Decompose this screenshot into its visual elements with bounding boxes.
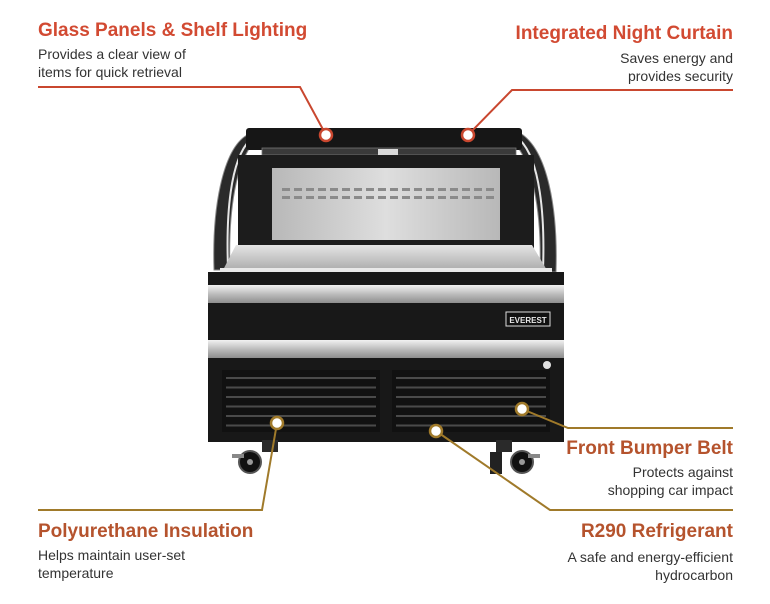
back-vent-slot bbox=[342, 196, 350, 199]
back-vent-slot bbox=[402, 188, 410, 191]
back-vent-slot bbox=[282, 196, 290, 199]
feature-desc-bumper: Protects against shopping car impact bbox=[608, 463, 733, 499]
back-vent-slot bbox=[486, 188, 494, 191]
back-vent-slot bbox=[378, 188, 386, 191]
back-vent-slot bbox=[390, 196, 398, 199]
left-grille bbox=[222, 370, 380, 432]
feature-title-curtain: Integrated Night Curtain bbox=[515, 23, 733, 44]
canopy-top bbox=[246, 128, 522, 150]
right-caster bbox=[490, 440, 540, 474]
feature-desc-curtain: Saves energy and provides security bbox=[620, 49, 733, 85]
back-vent-slot bbox=[414, 188, 422, 191]
leader-glass bbox=[38, 86, 327, 136]
back-vent-slot bbox=[438, 196, 446, 199]
back-vent-slot bbox=[282, 188, 290, 191]
back-vent-slot bbox=[378, 196, 386, 199]
leader-bumper bbox=[521, 408, 733, 429]
back-vent-slot bbox=[462, 196, 470, 199]
left-caster bbox=[232, 440, 278, 474]
feature-desc-line: provides security bbox=[627, 68, 733, 84]
feature-desc-line: hydrocarbon bbox=[655, 567, 733, 583]
back-vent-slot bbox=[402, 196, 410, 199]
back-vent-slot bbox=[474, 196, 482, 199]
right-grille bbox=[392, 370, 550, 432]
feature-desc-line: Protects against bbox=[632, 464, 733, 480]
back-vent-slot bbox=[318, 196, 326, 199]
feature-desc-glass: Provides a clear view of items for quick… bbox=[38, 45, 186, 81]
back-vent-slot bbox=[366, 196, 374, 199]
back-vent-slot bbox=[306, 188, 314, 191]
callout-dot-bumper bbox=[514, 401, 530, 417]
leader-refrigerant bbox=[435, 430, 733, 511]
feature-desc-line: Helps maintain user-set bbox=[38, 547, 186, 563]
brand-logo-text: EVEREST bbox=[509, 316, 546, 325]
feature-desc-line: Provides a clear view of bbox=[38, 46, 186, 62]
back-vent-slot bbox=[330, 188, 338, 191]
feature-title-insulation: Polyurethane Insulation bbox=[38, 521, 254, 542]
back-vent-slot bbox=[450, 196, 458, 199]
callout-dot-insulation bbox=[269, 415, 285, 431]
feature-title-bumper: Front Bumper Belt bbox=[566, 438, 733, 459]
back-vent-slot bbox=[462, 188, 470, 191]
callout-dot-glass bbox=[318, 127, 334, 143]
back-vent-slot bbox=[426, 196, 434, 199]
ul-label bbox=[543, 361, 551, 369]
feature-title-glass: Glass Panels & Shelf Lighting bbox=[38, 20, 308, 41]
callout-dot-curtain bbox=[460, 127, 476, 143]
deck-lip bbox=[220, 268, 552, 274]
feature-desc-refrigerant: A safe and energy-efficient hydrocarbon bbox=[567, 548, 733, 584]
feature-desc-line: items for quick retrieval bbox=[38, 64, 182, 80]
back-vent-slot bbox=[354, 196, 362, 199]
back-vent-slot bbox=[486, 196, 494, 199]
back-vent-slot bbox=[438, 188, 446, 191]
back-vent-slot bbox=[342, 188, 350, 191]
curtain-handle bbox=[378, 149, 398, 155]
callout-dot-refrigerant bbox=[428, 423, 444, 439]
back-vents bbox=[282, 188, 494, 199]
back-vent-slot bbox=[414, 196, 422, 199]
back-vent-slot bbox=[426, 188, 434, 191]
right-glass-highlight bbox=[519, 139, 545, 271]
back-vent-slot bbox=[330, 196, 338, 199]
back-vent-slot bbox=[450, 188, 458, 191]
brand-badge bbox=[505, 311, 551, 327]
grille-louvers bbox=[226, 377, 546, 427]
feature-title-refrigerant: R290 Refrigerant bbox=[580, 521, 733, 542]
back-vent-slot bbox=[294, 188, 302, 191]
back-vent-slot bbox=[474, 188, 482, 191]
feature-desc-line: A safe and energy-efficient bbox=[567, 549, 733, 565]
back-vent-slot bbox=[306, 196, 314, 199]
feature-desc-insulation: Helps maintain user-set temperature bbox=[38, 546, 185, 582]
feature-desc-line: shopping car impact bbox=[607, 482, 733, 498]
back-panel bbox=[272, 168, 500, 240]
left-glass-highlight bbox=[226, 139, 251, 269]
back-vent-slot bbox=[294, 196, 302, 199]
feature-desc-line: Saves energy and bbox=[620, 50, 733, 66]
back-vent-slot bbox=[354, 188, 362, 191]
top-steel-rail bbox=[208, 285, 564, 303]
front-bumper-belt bbox=[208, 340, 564, 358]
display-deck bbox=[222, 245, 548, 272]
leader-insulation bbox=[38, 422, 278, 511]
back-vent-slot bbox=[318, 188, 326, 191]
back-vent-slot bbox=[390, 188, 398, 191]
feature-desc-line: temperature bbox=[38, 565, 114, 581]
leader-curtain bbox=[467, 89, 733, 136]
back-vent-slot bbox=[366, 188, 374, 191]
